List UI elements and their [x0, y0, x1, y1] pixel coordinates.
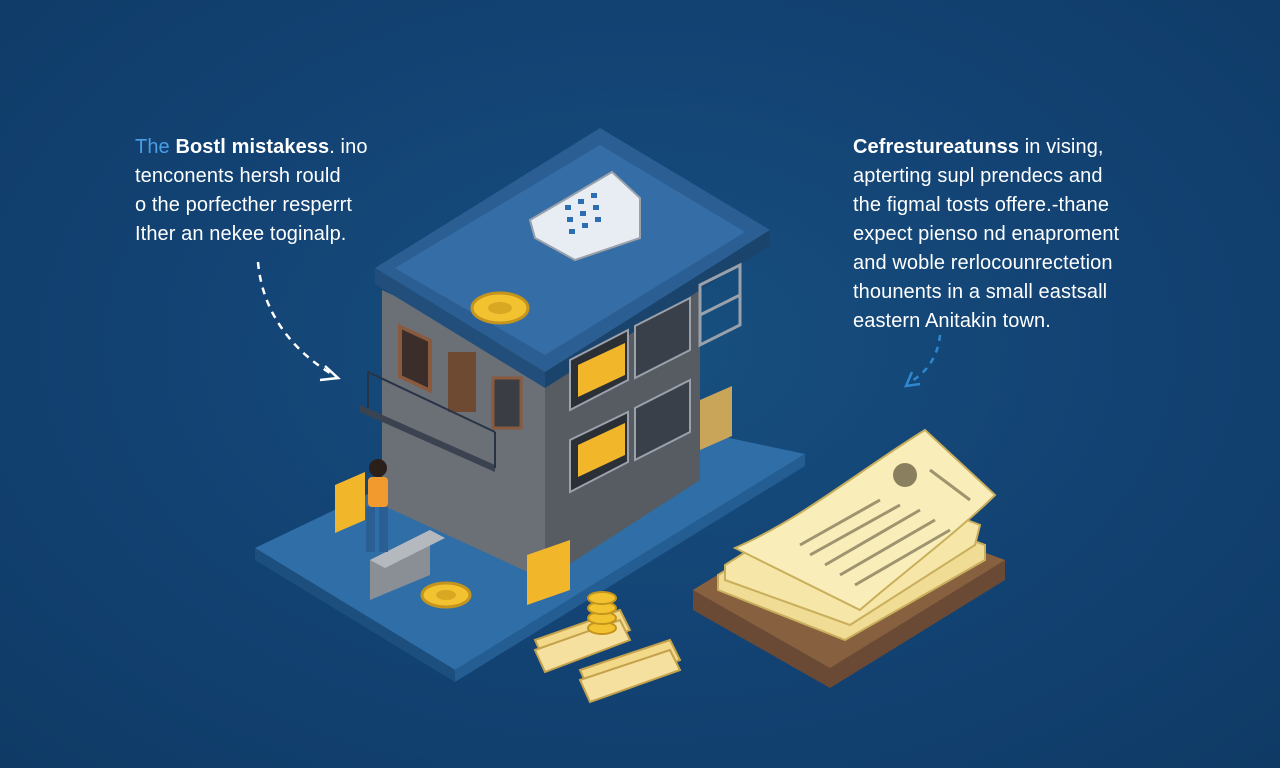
right-text-line-3: the figmal tosts offere.-thane — [853, 194, 1110, 216]
left-text-line-3: o the porfecther resperrt — [135, 194, 353, 216]
right-text-suffix: in vising, — [1019, 136, 1104, 158]
right-text-line-5: and woble rerlocounrectetion — [853, 252, 1113, 274]
left-text-line-4: Ither an nekee toginalp. — [135, 223, 347, 245]
left-paragraph: The Bostl mistakess. ino tenconents hers… — [135, 133, 415, 249]
coin-icon — [420, 581, 472, 609]
right-text-line-1: Cefrestureatunss in vising, — [853, 133, 1213, 162]
left-text-suffix: . ino — [329, 136, 368, 158]
arrow-head-right-icon — [903, 371, 921, 388]
left-text-bold: Bostl mistakess — [175, 136, 330, 158]
document-stack-icon — [693, 428, 1005, 688]
dashed-arrow-icon — [256, 261, 336, 378]
right-text-line-7: eastern Anitakin town. — [853, 310, 1051, 332]
right-paragraph: Cefrestureatunss in vising, apterting su… — [853, 133, 1213, 336]
left-text-line-1: The Bostl mistakess. ino — [135, 133, 415, 162]
right-text-line-2: apterting supl prendecs and — [853, 165, 1103, 187]
coin-icon — [470, 291, 530, 325]
arrow-head-left-icon — [319, 365, 341, 382]
crate-icon — [335, 472, 570, 605]
calendar-icon — [528, 170, 641, 262]
right-text-line-6: thounents in a small eastsall — [853, 281, 1108, 303]
person-figure-icon — [366, 459, 388, 552]
money-stack-icon — [533, 591, 682, 704]
right-text-bold: Cefrestureatunss — [853, 136, 1020, 158]
left-text-prefix: The — [135, 136, 170, 158]
left-text-line-2: tenconents hersh rould — [135, 165, 341, 187]
dashed-arrow-right-icon — [909, 334, 942, 384]
right-text-line-4: expect pienso nd enapromen​t — [853, 223, 1120, 245]
